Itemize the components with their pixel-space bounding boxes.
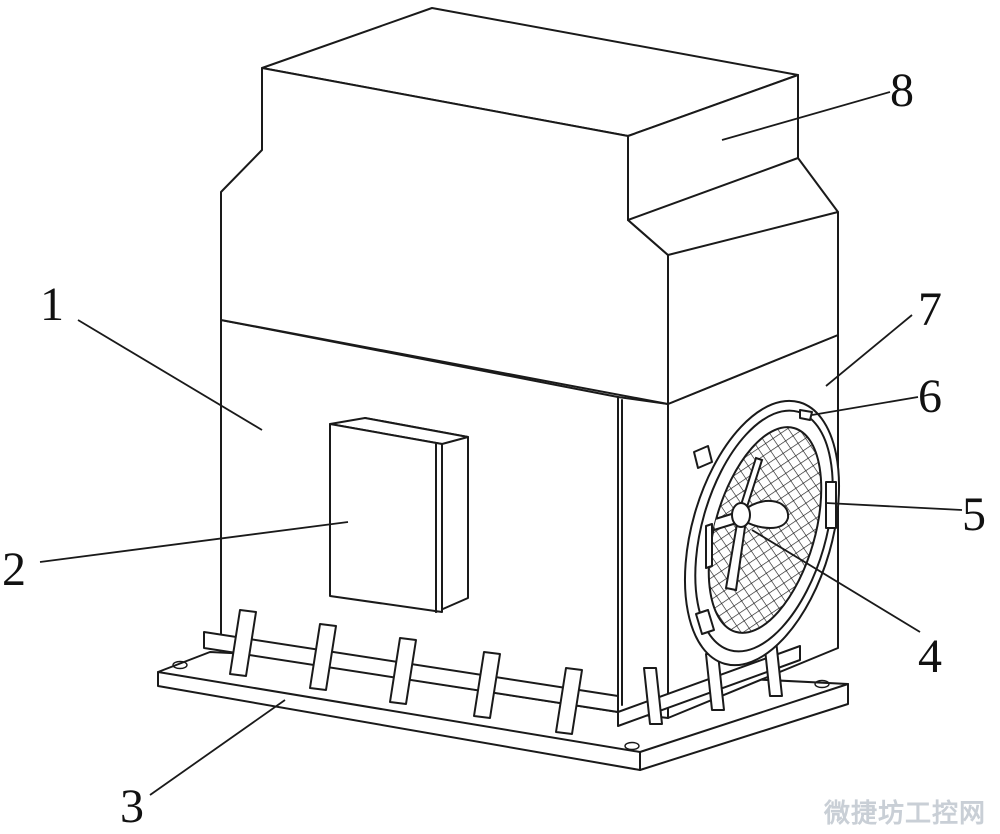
top-hood [220, 7, 839, 405]
label-2: 2 [2, 543, 26, 596]
label-3: 3 [120, 780, 144, 833]
leader-lines [39, 91, 963, 796]
latch-clamps [693, 409, 837, 635]
label-8: 8 [890, 64, 914, 117]
part-labels: 1 2 3 4 5 6 7 8 [2, 64, 986, 833]
label-1: 1 [40, 278, 64, 331]
watermark-logo: 微捷坊工控网 [823, 799, 986, 829]
label-5: 5 [962, 488, 986, 541]
label-6: 6 [918, 370, 942, 423]
support-ribs [203, 609, 801, 735]
fan-blades [710, 456, 790, 592]
label-4: 4 [918, 630, 942, 683]
junction-box [329, 417, 469, 613]
label-7: 7 [918, 283, 942, 336]
